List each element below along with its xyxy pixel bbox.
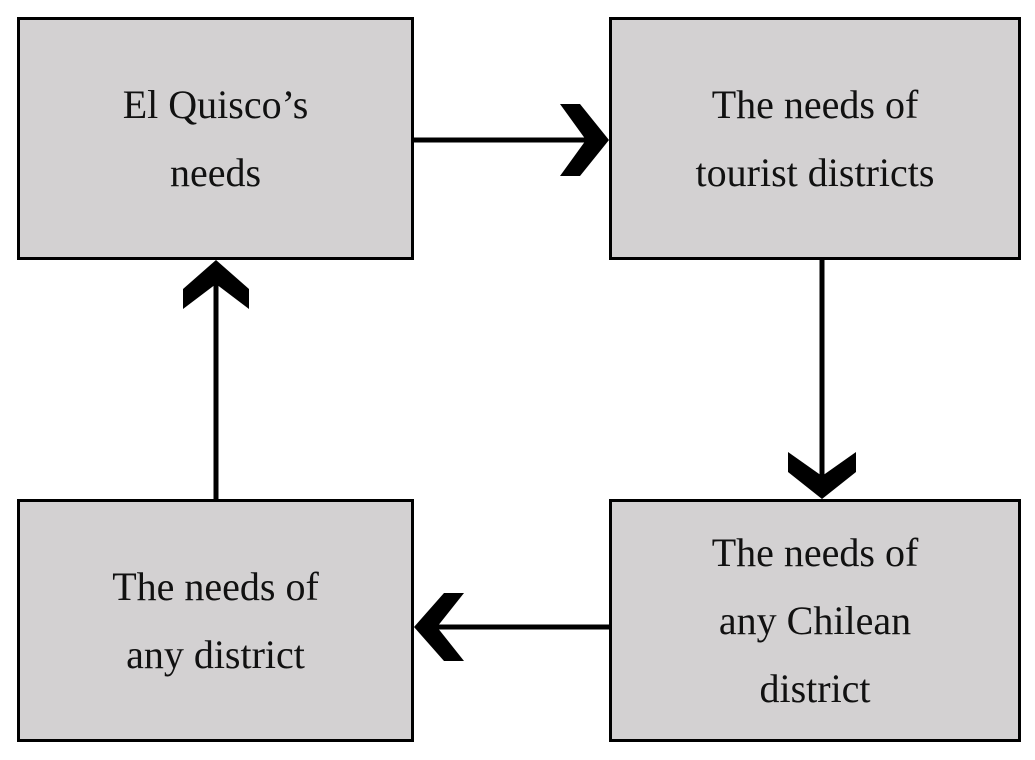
node-label-line: any Chilean xyxy=(718,597,912,643)
node-any-district-needs: The needs of any district xyxy=(17,499,414,742)
node-label: The needs of any Chilean district xyxy=(712,519,919,723)
node-label: The needs of tourist districts xyxy=(696,71,935,207)
arrow-quisco-to-tourist xyxy=(414,104,609,176)
arrowhead-left-icon xyxy=(414,593,464,661)
arrowhead-down-icon xyxy=(788,452,856,499)
node-label-line: El Quisco’s xyxy=(122,81,309,127)
node-label-line: The needs of xyxy=(711,529,919,575)
node-tourist-districts-needs: The needs of tourist districts xyxy=(609,17,1021,260)
arrowhead-right-icon xyxy=(560,104,609,176)
node-label-line: needs xyxy=(169,149,262,195)
arrowhead-up-icon xyxy=(183,260,249,309)
node-label: The needs of any district xyxy=(112,553,319,689)
node-label-line: tourist districts xyxy=(695,149,935,195)
node-label-line: any district xyxy=(126,631,305,677)
node-label-line: The needs of xyxy=(711,81,919,127)
arrow-any-to-quisco xyxy=(183,260,249,499)
node-el-quisco-needs: El Quisco’s needs xyxy=(17,17,414,260)
node-label-line: district xyxy=(759,665,871,711)
node-chilean-district-needs: The needs of any Chilean district xyxy=(609,499,1021,742)
node-label-line: The needs of xyxy=(112,563,319,609)
node-label: El Quisco’s needs xyxy=(123,71,309,207)
arrow-chilean-to-any xyxy=(414,593,609,661)
arrow-tourist-to-chilean xyxy=(788,260,856,499)
